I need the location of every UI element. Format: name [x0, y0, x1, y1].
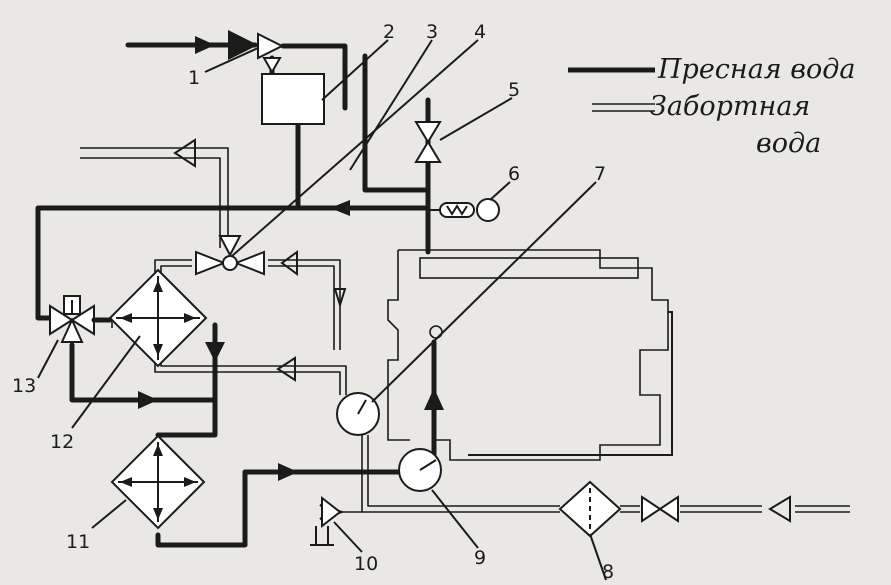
legend-sea-water-1: Забортная	[650, 91, 810, 122]
thermoregulator-13	[49, 295, 95, 343]
intake-valve	[641, 495, 679, 523]
engine-header-rail	[419, 257, 639, 279]
water-cooler-11	[110, 434, 206, 530]
label-9: 9	[474, 547, 486, 569]
expansion-tank-2	[261, 73, 325, 125]
shutoff-valve-5	[414, 97, 442, 193]
thermostat-6	[428, 198, 500, 222]
heat-exchanger-12	[91, 268, 208, 368]
strainer-8	[558, 480, 622, 538]
label-2: 2	[383, 21, 395, 43]
label-12: 12	[50, 431, 74, 453]
drain-valve-10	[310, 495, 346, 546]
leader-lines	[37, 39, 607, 581]
legend: Пресная вода Забортная вода	[650, 54, 855, 159]
label-7: 7	[594, 163, 606, 185]
sea-water-piping	[80, 147, 850, 513]
three-way-valve-4	[195, 235, 265, 276]
label-6: 6	[508, 163, 520, 185]
legend-sea-water-2: вода	[756, 128, 821, 159]
fresh-water-piping	[35, 30, 437, 548]
component-labels: 1 2 3 4 5 6 7 8 9 10 11 12 13	[12, 21, 614, 583]
label-1: 1	[188, 67, 200, 89]
label-4: 4	[474, 21, 486, 43]
sea-water-arrows	[173, 138, 791, 523]
legend-swatches	[568, 67, 655, 112]
filler-cap-1	[257, 32, 285, 75]
label-5: 5	[508, 79, 520, 101]
label-10: 10	[354, 553, 378, 575]
label-11: 11	[66, 531, 90, 553]
legend-fresh-water: Пресная вода	[657, 54, 855, 85]
fresh-water-arrows	[138, 36, 444, 481]
engine-block	[387, 249, 673, 461]
label-13: 13	[12, 375, 36, 397]
label-3: 3	[426, 21, 438, 43]
label-8: 8	[602, 561, 614, 583]
